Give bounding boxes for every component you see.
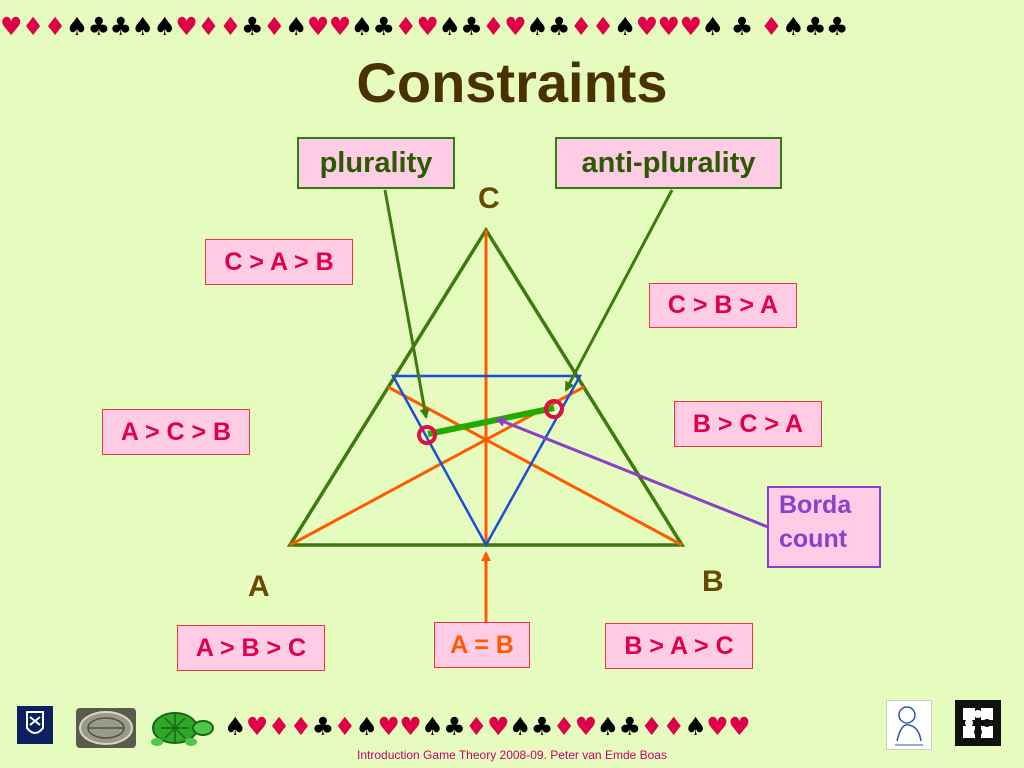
suit-glyph: ♠ — [596, 712, 619, 741]
suit-glyph: ♠ — [224, 712, 246, 741]
suit-glyph: ♣ — [804, 12, 827, 41]
suit-glyph: ♠ — [131, 12, 154, 41]
suit-glyph: ♣ — [109, 12, 132, 41]
borda-label-line1: Borda — [779, 491, 852, 519]
suit-glyph: ♦ — [219, 12, 242, 41]
ranking-cba: C > B > A — [649, 283, 797, 328]
suit-glyph: ♥ — [657, 12, 680, 41]
suit-glyph: ♠ — [684, 712, 707, 741]
vertex-a-label: A — [248, 570, 270, 603]
suit-glyph: ♣ — [443, 712, 466, 741]
suit-glyph: ♦ — [760, 12, 783, 41]
suit-glyph: ♦ — [197, 12, 220, 41]
footer-credit: Introduction Game Theory 2008-09. Peter … — [357, 748, 667, 762]
top-suit-border: ♥♦♦♠♣♣♠♠♥♦♦♣♦♠♥♥♠♣♦♥♠♣♦♥♠♣♦♦♠♥♥♥♠ ♣ ♦♠♣♣ — [0, 10, 1024, 44]
suit-glyph: ♥ — [504, 12, 527, 41]
suit-glyph: ♦ — [394, 12, 417, 41]
suit-glyph: ♦ — [569, 12, 592, 41]
suit-glyph: ♥ — [399, 712, 422, 741]
suit-glyph: ♦ — [662, 712, 685, 741]
ranking-acb: A > C > B — [102, 409, 250, 455]
anti-plurality-arrow — [564, 189, 674, 392]
suit-glyph: ♣ — [826, 12, 848, 41]
suit-glyph: ♠ — [355, 712, 378, 741]
suit-glyph: ♥ — [416, 12, 439, 41]
borda-segment — [427, 405, 555, 437]
turtle-icon — [143, 704, 215, 748]
suit-glyph: ♥ — [377, 712, 400, 741]
suit-glyph: ♦ — [289, 712, 312, 741]
suit-glyph: ♥ — [487, 712, 509, 741]
suit-glyph: ♣ — [530, 712, 553, 741]
suit-glyph: ♣ — [618, 712, 641, 741]
suit-glyph: ♥ — [728, 712, 751, 741]
suit-glyph: ♥ — [574, 712, 597, 741]
suit-glyph: ♦ — [482, 12, 505, 41]
anti-plurality-label: anti-plurality — [555, 137, 782, 189]
anti-plurality-point — [544, 399, 564, 419]
puzzle-icon — [955, 700, 1001, 746]
suit-glyph: ♥ — [679, 12, 702, 41]
suit-glyph: ♣ — [372, 12, 395, 41]
plurality-arrow — [383, 189, 430, 419]
suit-glyph: ♠ — [65, 12, 88, 41]
suit-glyph: ♦ — [591, 12, 614, 41]
inner-triangle — [390, 374, 583, 548]
plurality-label: plurality — [297, 137, 455, 189]
suit-glyph: ♣ — [548, 12, 570, 41]
suit-glyph: ♦ — [263, 12, 285, 41]
vertex-c-label: C — [478, 182, 500, 215]
suit-glyph: ♥ — [175, 12, 198, 41]
coin-icon — [76, 708, 136, 748]
suit-glyph: ♥ — [706, 712, 729, 741]
ranking-bca: B > C > A — [674, 401, 822, 447]
slide-title: Constraints — [356, 51, 668, 114]
a-equals-b-label: A = B — [434, 622, 530, 668]
suit-glyph: ♥ — [245, 712, 268, 741]
suit-glyph: ♣ — [311, 712, 334, 741]
suit-glyph: ♠ — [613, 12, 636, 41]
suit-glyph: ♣ — [241, 12, 264, 41]
bottom-suit-border: ♠♥♦♦♣♦♠♥♥♠♣♦♥♠♣♦♥♠♣♦♦♠♥♥ — [224, 712, 751, 742]
university-logo-icon — [17, 706, 53, 744]
suit-glyph: ♠ — [421, 712, 444, 741]
ranking-bac: B > A > C — [605, 623, 753, 669]
suit-glyph: ♣ — [460, 12, 483, 41]
mascot-icon — [886, 700, 932, 750]
suit-glyph: ♥ — [0, 12, 22, 41]
suit-glyph: ♦ — [21, 12, 44, 41]
suit-glyph: ♣ — [730, 12, 753, 41]
vertex-b-label: B — [702, 565, 724, 598]
suit-glyph: ♦ — [43, 12, 66, 41]
plurality-point — [417, 425, 437, 445]
suit-glyph: ♠ — [284, 12, 307, 41]
suit-glyph: ♥ — [306, 12, 329, 41]
suit-glyph: ♦ — [640, 712, 663, 741]
suit-glyph: ♦ — [552, 712, 575, 741]
suit-glyph: ♠ — [782, 12, 805, 41]
suit-glyph: ♠ — [438, 12, 461, 41]
borda-arrow — [495, 417, 769, 529]
suit-glyph: ♦ — [465, 712, 488, 741]
ranking-abc: A > B > C — [177, 625, 325, 671]
suit-glyph: ♦ — [333, 712, 356, 741]
borda-count-label: Borda count — [767, 486, 881, 568]
suit-glyph: ♠ — [350, 12, 373, 41]
suit-glyph: ♠ — [508, 712, 531, 741]
borda-label-line2: count — [779, 525, 848, 553]
suit-glyph: ♦ — [267, 712, 290, 741]
suit-glyph: ♥ — [635, 12, 658, 41]
suit-glyph: ♠ — [701, 12, 724, 41]
suit-glyph: ♠ — [153, 12, 176, 41]
suit-glyph: ♠ — [526, 12, 549, 41]
ranking-cab: C > A > B — [205, 239, 353, 285]
suit-glyph: ♣ — [87, 12, 110, 41]
suit-glyph: ♥ — [328, 12, 351, 41]
median-b — [387, 385, 683, 547]
